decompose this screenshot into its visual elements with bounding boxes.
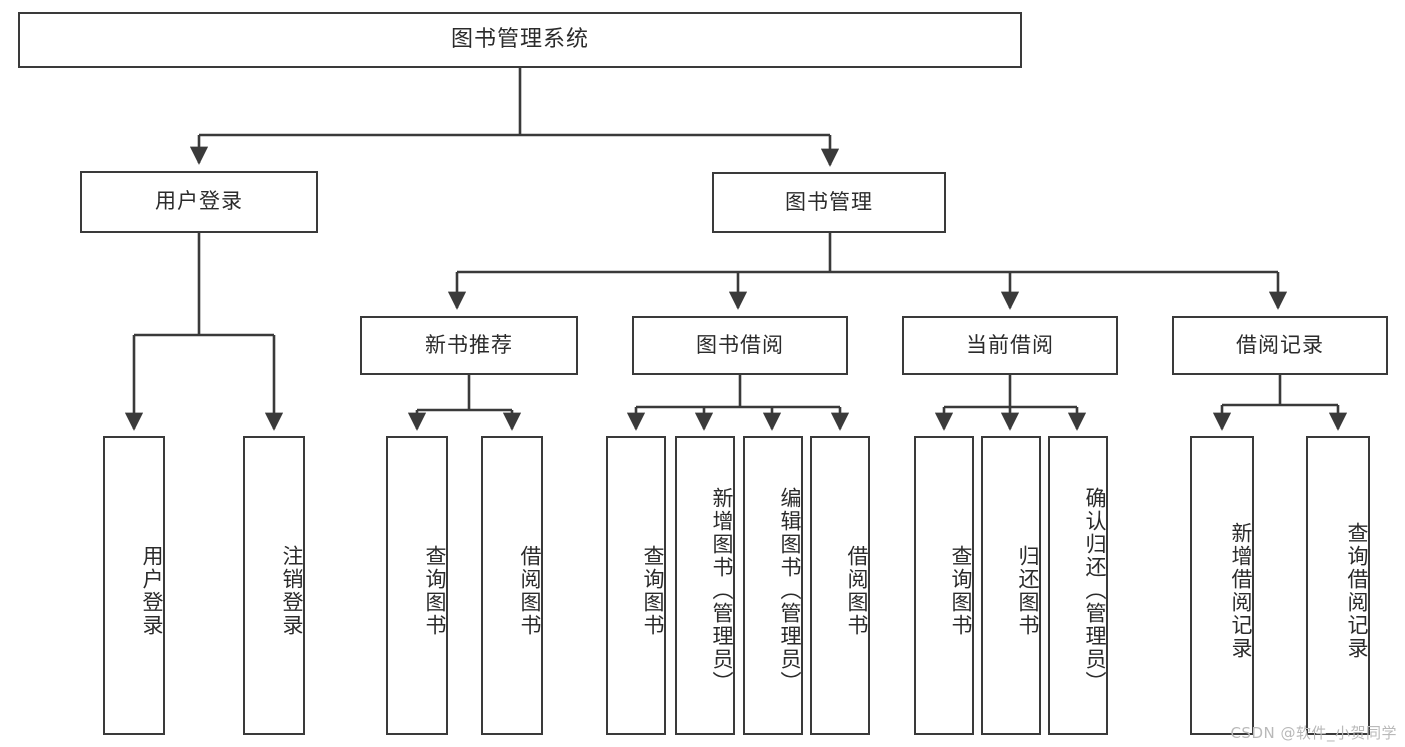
leaf-query-book-3-label: 查询图书	[949, 544, 973, 637]
leaf-query-book-2-label: 查询图书	[641, 544, 665, 637]
csdn-watermark: CSDN @软件_小贺同学	[1230, 724, 1397, 742]
node-borrow-record-label: 借阅记录	[1236, 332, 1324, 357]
leaf-query-book-1-label: 查询图书	[423, 544, 447, 637]
node-current-borrow[interactable]: 当前借阅	[902, 316, 1118, 375]
leaf-edit-book-label: 编辑图书（管理员）	[778, 487, 802, 694]
node-user-login-label: 用户登录	[155, 189, 243, 214]
node-book-borrow-label: 图书借阅	[696, 332, 784, 357]
leaf-add-book-label: 新增图书（管理员）	[710, 487, 734, 694]
node-current-borrow-label: 当前借阅	[966, 332, 1054, 357]
leaf-return-book-label: 归还图书	[1016, 544, 1040, 637]
leaf-borrow-book-2-label: 借阅图书	[845, 544, 869, 637]
leaf-query-book-1[interactable]: 查询图书	[386, 436, 448, 735]
leaf-return-book[interactable]: 归还图书	[981, 436, 1041, 735]
node-book-borrow[interactable]: 图书借阅	[632, 316, 848, 375]
node-borrow-record[interactable]: 借阅记录	[1172, 316, 1388, 375]
leaf-user-logout[interactable]: 注销登录	[243, 436, 305, 735]
leaf-borrow-book-1-label: 借阅图书	[518, 544, 542, 637]
leaf-user-login-label: 用户登录	[140, 544, 164, 637]
leaf-edit-book[interactable]: 编辑图书（管理员）	[743, 436, 803, 735]
leaf-query-record-label: 查询借阅记录	[1345, 521, 1369, 660]
leaf-add-record-label: 新增借阅记录	[1229, 521, 1253, 660]
leaf-user-login[interactable]: 用户登录	[103, 436, 165, 735]
leaf-confirm-return-label: 确认归还（管理员）	[1083, 487, 1107, 694]
leaf-add-record[interactable]: 新增借阅记录	[1190, 436, 1254, 735]
leaf-add-book[interactable]: 新增图书（管理员）	[675, 436, 735, 735]
leaf-query-record[interactable]: 查询借阅记录	[1306, 436, 1370, 735]
leaf-borrow-book-1[interactable]: 借阅图书	[481, 436, 543, 735]
leaf-user-logout-label: 注销登录	[280, 544, 304, 637]
node-new-book-recommend-label: 新书推荐	[425, 332, 513, 357]
node-user-login[interactable]: 用户登录	[80, 171, 318, 233]
node-book-manage-label: 图书管理	[785, 189, 873, 214]
leaf-borrow-book-2[interactable]: 借阅图书	[810, 436, 870, 735]
node-new-book-recommend[interactable]: 新书推荐	[360, 316, 578, 375]
leaf-query-book-2[interactable]: 查询图书	[606, 436, 666, 735]
node-book-manage[interactable]: 图书管理	[712, 172, 946, 233]
node-root-label: 图书管理系统	[450, 26, 589, 52]
leaf-query-book-3[interactable]: 查询图书	[914, 436, 974, 735]
leaf-confirm-return[interactable]: 确认归还（管理员）	[1048, 436, 1108, 735]
node-root[interactable]: 图书管理系统	[18, 12, 1022, 68]
